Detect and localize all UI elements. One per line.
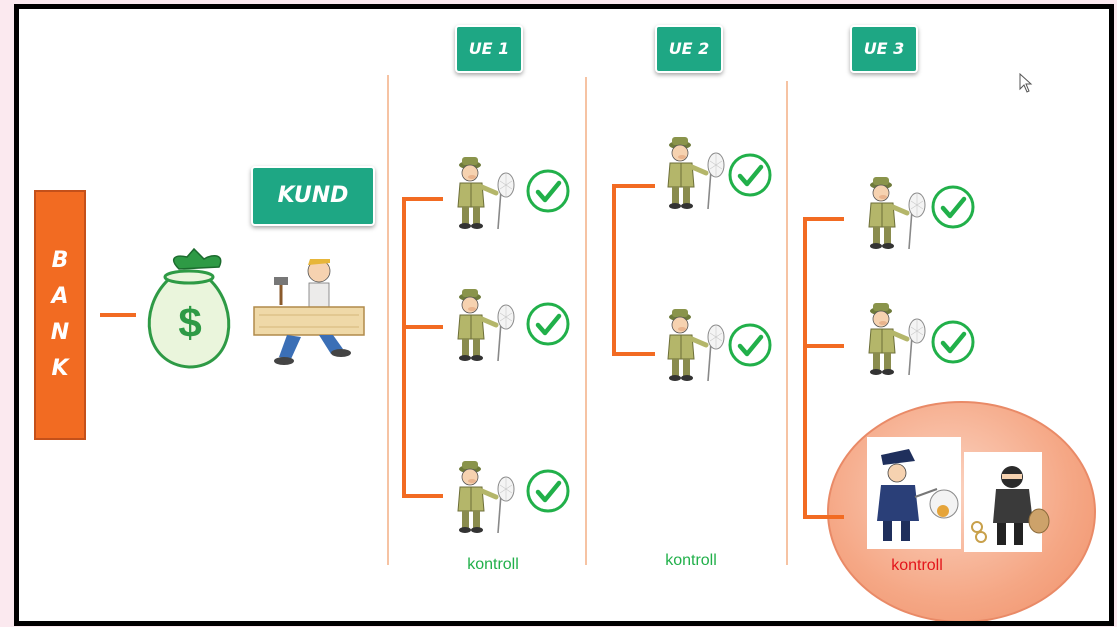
check-icon xyxy=(730,325,770,365)
police-officer-icon xyxy=(877,449,959,541)
money-bag-icon: $ xyxy=(147,247,231,369)
ue1-label: UE 1 xyxy=(455,25,523,73)
inspector-icon xyxy=(869,177,925,249)
check-icon xyxy=(528,471,568,511)
diagram-frame: BANK KUND UE 1 UE 2 UE 3 xyxy=(14,4,1114,626)
check-icon xyxy=(933,322,973,362)
check-icon xyxy=(528,304,568,344)
ue2-label: UE 2 xyxy=(655,25,723,73)
diagram-drawing: $ xyxy=(100,75,1050,565)
inspector-icon xyxy=(869,303,925,375)
money-bag-symbol: $ xyxy=(178,299,201,346)
thief-icon xyxy=(971,466,1050,545)
carpenter-icon xyxy=(253,259,365,365)
bank-label: BANK xyxy=(50,248,70,381)
inspector-icon xyxy=(458,289,514,361)
inspector-icon xyxy=(458,461,514,533)
check-icon xyxy=(730,155,770,195)
ue1-kontroll-caption: kontroll xyxy=(467,556,519,573)
kund-label: KUND xyxy=(251,166,375,226)
inspector-icon xyxy=(668,137,724,209)
check-icon xyxy=(933,187,973,227)
bank-box: BANK xyxy=(34,190,86,440)
inspector-icon xyxy=(458,157,514,229)
cursor-icon xyxy=(1019,73,1033,93)
ue3-kontroll-caption: kontroll xyxy=(891,557,943,574)
inspector-icon xyxy=(668,309,724,381)
check-icon xyxy=(528,171,568,211)
ue2-kontroll-caption: kontroll xyxy=(665,552,717,569)
ue3-label: UE 3 xyxy=(850,25,918,73)
